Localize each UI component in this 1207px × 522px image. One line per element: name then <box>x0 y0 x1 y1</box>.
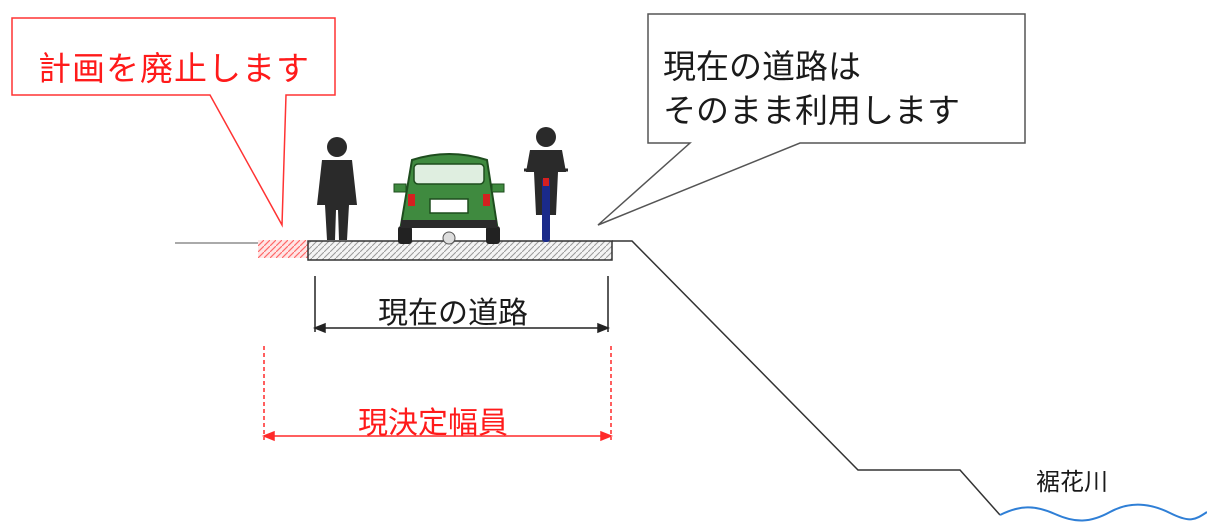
road-note-callout <box>597 13 1026 226</box>
car-icon <box>393 153 505 245</box>
current-width-dimension <box>261 346 614 442</box>
embankment-slope <box>612 240 1001 516</box>
pedestrian-icon <box>317 137 357 240</box>
river-label: 裾花川 <box>1036 468 1108 496</box>
current-road-dimension <box>312 276 611 334</box>
road-note-line-2: そのまま利用します <box>663 91 960 130</box>
road-surface <box>307 240 613 261</box>
abolished-strip <box>258 240 308 258</box>
abolish-callout <box>11 17 336 228</box>
cyclist-icon <box>524 127 568 242</box>
river-water <box>999 503 1207 522</box>
current-road-label: 現在の道路 <box>378 296 528 331</box>
road-note-line-1: 現在の道路は <box>663 47 861 86</box>
current-width-label: 現決定幅員 <box>358 406 508 441</box>
abolish-callout-text: 計画を廃止します <box>38 49 310 88</box>
